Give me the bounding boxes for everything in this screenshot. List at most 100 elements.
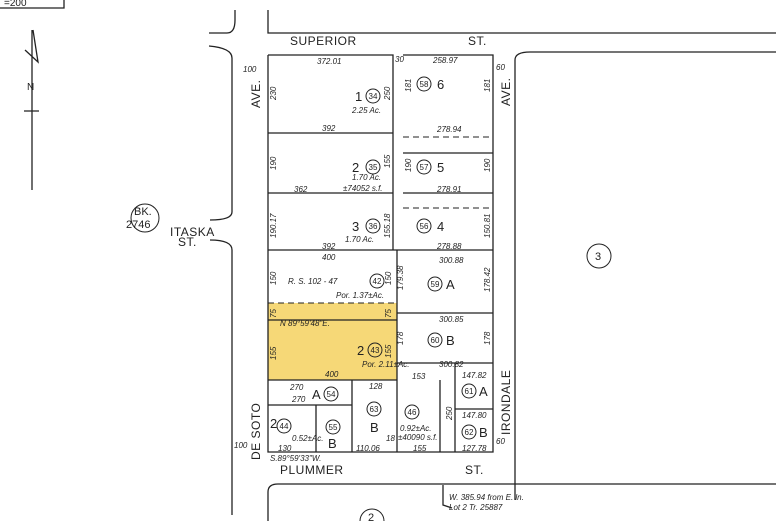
lot-label: 6 (437, 77, 444, 92)
sqft: ±74052 s.f. (343, 184, 383, 193)
book-ref-number: 2746 (126, 219, 150, 231)
lot-label: A (479, 384, 488, 399)
lot-label: B (446, 333, 455, 348)
parcel-number[interactable]: 58 (420, 80, 429, 89)
curb (514, 51, 776, 61)
parcel-number[interactable]: 63 (370, 405, 379, 414)
dimension-label: 190 (483, 158, 492, 172)
parcel-number[interactable]: 36 (369, 222, 378, 231)
parcel-circle (365, 159, 381, 175)
parcel-circle (323, 386, 339, 402)
street-superior: SUPERIOR (290, 34, 357, 48)
dimension-label: 190.17 (269, 213, 278, 238)
adjacent-page-number-bottom[interactable]: 2 (368, 512, 374, 521)
scale-box (0, 0, 65, 9)
dimension-label: 300.88 (439, 256, 464, 265)
parcel-number[interactable]: 34 (369, 92, 378, 101)
parcel-number[interactable]: 62 (465, 428, 474, 437)
lot-label: 2 (352, 160, 359, 175)
dimension-label: 100 (243, 65, 257, 74)
parcel-number[interactable]: 46 (408, 408, 417, 417)
parcel-circle (367, 342, 383, 358)
page-ref-circle-bottom[interactable] (359, 508, 385, 521)
parcel-circle (461, 424, 477, 440)
parcel-area: 0.92±Ac. (400, 424, 432, 433)
curb (208, 45, 233, 221)
north-arrow-icon (24, 29, 39, 190)
dimension-label: 155 (384, 344, 393, 358)
dimension-label: 153 (412, 372, 426, 381)
dimension-label: 75 (384, 309, 393, 318)
lot-label: 3 (352, 219, 359, 234)
parcel-number[interactable]: 59 (431, 280, 440, 289)
street-itaska-suffix: ST. (178, 235, 197, 249)
parcel-circle (427, 276, 443, 292)
adjacent-page-number[interactable]: 3 (595, 251, 601, 263)
dimension-label: 278.91 (436, 185, 461, 194)
parcel-number[interactable]: 61 (465, 387, 474, 396)
highlighted-parcel-43[interactable] (268, 303, 397, 380)
dimension-label: 278.88 (436, 242, 462, 251)
curb (267, 483, 776, 521)
parcel-number[interactable]: 55 (329, 423, 338, 432)
parcel-number[interactable]: 43 (371, 346, 380, 355)
parcel-circle (461, 383, 477, 399)
lot-label: B (328, 436, 337, 451)
book-ref-label: BK. (134, 206, 152, 218)
lot-label: A (312, 387, 321, 402)
lot-label: A (446, 277, 455, 292)
dimension-label: 300.85 (439, 315, 464, 324)
bearing: S.89°59'33"W. (270, 454, 321, 463)
parcel-circle (276, 418, 292, 434)
dimension-label: 18 (386, 434, 395, 443)
dimension-label: 155.18 (383, 213, 392, 238)
note-line: W. 385.94 from E. ln. (449, 493, 524, 502)
dimension-label: 178 (483, 331, 492, 345)
dimension-label: 147.82 (462, 371, 487, 380)
dimension-label: 100 (234, 441, 248, 450)
parcel-number[interactable]: 60 (431, 336, 440, 345)
lot-label: 4 (437, 219, 444, 234)
dimension-label: 190 (404, 158, 413, 172)
dimension-label: 150.81 (483, 214, 492, 238)
dimension-label: 278.94 (436, 125, 462, 134)
parcel-number[interactable]: 54 (327, 390, 336, 399)
book-ref-circle (130, 203, 160, 233)
street-plummer-suffix: ST. (465, 463, 484, 477)
parcel-area: 0.52±Ac. (292, 434, 324, 443)
note-line: Lot 2 Tr. 25887 (449, 503, 503, 512)
dimension-label: 155 (383, 154, 392, 168)
parcel-circle (366, 401, 382, 417)
street-plummer: PLUMMER (280, 463, 344, 477)
dimension-label: 400 (325, 370, 339, 379)
page-ref-circle[interactable] (586, 243, 612, 269)
parcel-area: 2.25 Ac. (351, 106, 381, 115)
parcel-number[interactable]: 42 (373, 277, 382, 286)
dimension-label: 179.38 (396, 265, 405, 290)
street-itaska: ITASKA (170, 225, 215, 239)
parcel-number[interactable]: 57 (420, 163, 429, 172)
lot-lines (268, 132, 493, 452)
dimension-label: 362 (294, 185, 308, 194)
dimension-label: 110.06 (356, 444, 380, 453)
street-de-soto-suffix: AVE. (249, 80, 263, 108)
dimension-label: 130 (278, 444, 292, 453)
dimension-label: 372.01 (317, 57, 341, 66)
street-irondale: IRONDALE (499, 370, 513, 435)
parcel-circle (369, 273, 385, 289)
dimension-label: 190 (269, 156, 278, 170)
scale-label: =200 (4, 0, 27, 9)
lot-label: B (479, 425, 488, 440)
record-survey-ref: R. S. 102 - 47 (288, 277, 338, 286)
curb (267, 10, 776, 34)
parcel-number[interactable]: 56 (420, 222, 429, 231)
dimension-label: 178.42 (483, 267, 492, 292)
parcel-number[interactable]: 44 (280, 422, 289, 431)
street-de-soto: DE SOTO (249, 403, 263, 460)
dimension-label: 30 (395, 55, 404, 64)
dimension-label: 270 (291, 395, 306, 404)
dimension-label: 150 (384, 271, 393, 285)
parcel-number[interactable]: 35 (369, 163, 378, 172)
dimension-label: 270 (289, 383, 304, 392)
